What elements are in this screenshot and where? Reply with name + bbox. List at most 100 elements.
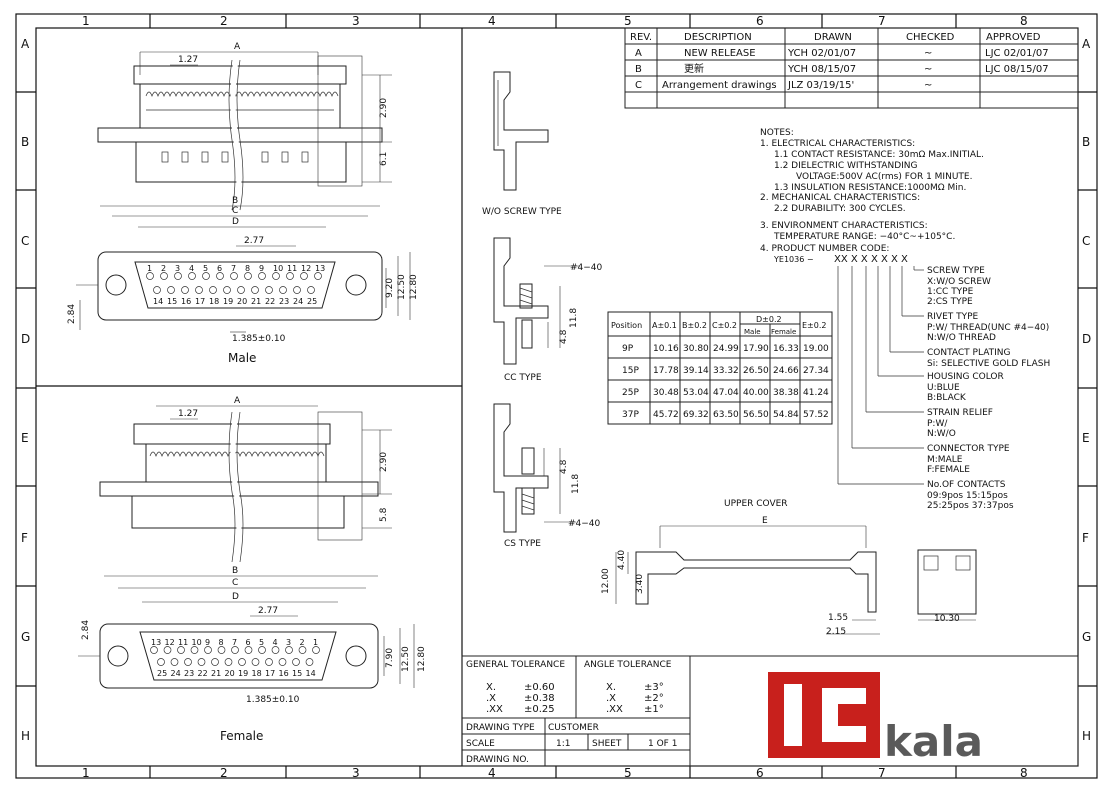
logo-word: kala xyxy=(884,717,983,766)
pin xyxy=(184,658,192,666)
angle-tolerance-key: .X xyxy=(606,693,616,704)
pin-number: 3 xyxy=(286,638,291,647)
pin xyxy=(251,286,259,294)
male-dim-c: C xyxy=(232,206,238,216)
dim-table-cell: 16.33 xyxy=(773,344,799,354)
pin xyxy=(286,272,294,280)
pin xyxy=(153,286,161,294)
dim-table-cell: 33.32 xyxy=(713,366,739,376)
revision-header: DESCRIPTION xyxy=(684,32,752,43)
revision-cell: LJC 02/01/07 xyxy=(985,48,1049,59)
pin-number: 22 xyxy=(265,297,275,306)
notes-block: NOTES:1. ELECTRICAL CHARACTERISTICS:1.1 … xyxy=(760,128,984,265)
legend-option: F:FEMALE xyxy=(927,465,970,475)
dim-table-cell: 39.14 xyxy=(683,366,709,376)
note-line: 2.2 DURABILITY: 300 CYCLES. xyxy=(774,204,906,214)
pin xyxy=(292,658,300,666)
dim-table-subheader: Male xyxy=(744,328,761,336)
column-label: 5 xyxy=(624,14,632,28)
female-dim-b: B xyxy=(232,566,238,576)
dim-table-cell: 54.84 xyxy=(773,410,799,420)
dim-table-cell: 41.24 xyxy=(803,388,829,398)
wo-screw-view: W/O SCREW TYPE xyxy=(482,71,562,217)
note-line: 1. ELECTRICAL CHARACTERISTICS: xyxy=(760,139,915,149)
zone-ticks xyxy=(16,14,1097,778)
male-dim-1385: 1.385±0.10 xyxy=(232,334,286,344)
male-dim-b: B xyxy=(232,196,238,206)
pin-number: 6 xyxy=(246,638,251,647)
revision-cell: JLZ 03/19/15' xyxy=(787,80,854,91)
drawing-no-label: DRAWING NO. xyxy=(466,755,529,765)
pin-number: 20 xyxy=(237,297,247,306)
male-dim-290: 2.90 xyxy=(379,98,389,118)
pin-number: 25 xyxy=(307,297,317,306)
pin-number: 11 xyxy=(178,638,188,647)
cover-dim-e: E xyxy=(762,516,768,526)
revision-header: REV. xyxy=(630,32,652,43)
note-line: TEMPERATURE RANGE: −40°C~+105°C. xyxy=(773,232,955,242)
pin xyxy=(217,646,226,654)
legend-title: No.OF CONTACTS xyxy=(927,480,1006,490)
pin xyxy=(167,286,175,294)
cs-type-view: 4.8 11.8 #4−40 CS TYPE xyxy=(493,403,601,549)
pin xyxy=(204,646,212,654)
pin xyxy=(223,286,231,294)
female-dim-c: C xyxy=(232,578,238,588)
revision-cell: YCH 02/01/07 xyxy=(787,48,856,59)
pin-number: 9 xyxy=(205,638,210,647)
pin-number: 18 xyxy=(252,669,262,678)
company-logo: kala xyxy=(768,672,983,766)
dim-table-cell: 26.50 xyxy=(743,366,769,376)
angle-tolerance-value: ±3° xyxy=(644,682,664,693)
cover-dim-340: 3.40 xyxy=(635,574,645,594)
pin-number: 19 xyxy=(238,669,248,678)
legend-title: HOUSING COLOR xyxy=(927,372,1004,382)
dim-table-header: C±0.2 xyxy=(712,321,737,330)
pin xyxy=(211,658,219,666)
pin xyxy=(272,272,280,280)
revision-cell: ~ xyxy=(924,48,932,59)
legend-title: SCREW TYPE xyxy=(927,266,985,276)
dim-table-cell: 25P xyxy=(622,388,639,398)
row-label: A xyxy=(21,37,30,51)
pin-number: 21 xyxy=(251,297,261,306)
female-label: Female xyxy=(220,729,263,743)
note-line: 4. PRODUCT NUMBER CODE: xyxy=(760,244,889,254)
pin-number: 12 xyxy=(165,638,175,647)
row-label: C xyxy=(1082,234,1090,248)
cover-dim-215: 2.15 xyxy=(826,627,846,637)
dim-table-header: E±0.2 xyxy=(802,321,826,330)
pin xyxy=(195,286,203,294)
pin xyxy=(237,286,245,294)
dim-table-cell: 30.48 xyxy=(653,388,679,398)
pin-number: 23 xyxy=(279,297,289,306)
general-tolerance-title: GENERAL TOLERANCE xyxy=(466,660,565,670)
revision-cell: YCH 08/15/07 xyxy=(787,64,856,75)
drawing-type-value: CUSTOMER xyxy=(548,723,599,733)
male-dim-920: 9.20 xyxy=(385,278,395,298)
dim-table-subheader: Female xyxy=(771,328,796,336)
column-label: 8 xyxy=(1020,14,1028,28)
pin xyxy=(197,658,206,666)
dim-table-cell: 15P xyxy=(622,366,639,376)
dim-table-cell: 57.52 xyxy=(803,410,829,420)
revision-cell: C xyxy=(635,80,642,91)
row-label: E xyxy=(1082,431,1090,445)
legend-option: 2:CS TYPE xyxy=(927,297,973,307)
pin xyxy=(177,646,185,654)
note-line: 1.2 DIELECTRIC WITHSTANDING xyxy=(774,161,918,171)
general-tolerance-value: ±0.25 xyxy=(524,704,555,715)
general-tolerance-key: X. xyxy=(486,682,496,693)
pin-number: 22 xyxy=(198,669,208,678)
pin-number: 16 xyxy=(279,669,289,678)
pin xyxy=(160,272,168,280)
dim-table-cell: 63.50 xyxy=(713,410,739,420)
pin xyxy=(188,272,196,280)
